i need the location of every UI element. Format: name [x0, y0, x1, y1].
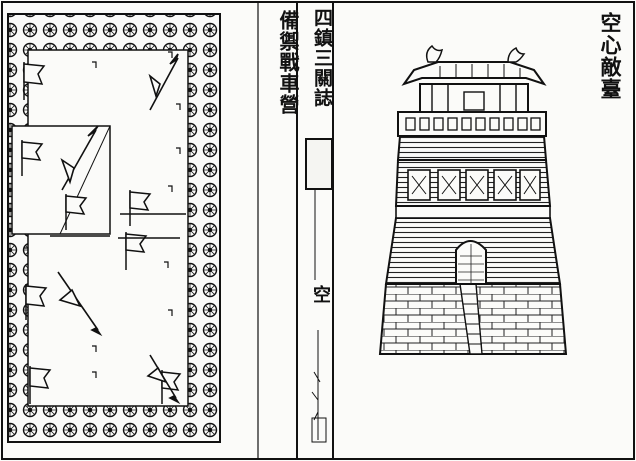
roof-ornament: [425, 44, 444, 63]
chapter-title: 備禦戰車營: [276, 10, 300, 115]
spear: [60, 125, 99, 191]
flag-banner: [29, 366, 52, 404]
gutter-decoration: [311, 190, 327, 443]
flag-banner: [21, 140, 44, 176]
gutter-section-char: 空: [310, 285, 331, 304]
gutter-fishtail-mark: [305, 138, 333, 190]
tower-roof: [401, 61, 547, 86]
flag-banner: [23, 62, 46, 100]
chapter-title-line: 營: [276, 94, 300, 115]
spear: [146, 354, 181, 405]
war-wagon-camp-diagram: [7, 13, 221, 443]
flag-banner: [25, 284, 48, 320]
flag-banner: [65, 194, 88, 230]
chapter-title-line: 備禦戰車: [276, 10, 300, 94]
flag-banner: [161, 370, 182, 404]
page-title: 空心敵臺: [598, 12, 623, 100]
spear: [148, 53, 179, 111]
gutter-book-title: 四鎮三關誌: [311, 8, 333, 108]
spear: [57, 271, 103, 337]
flag-banner: [129, 190, 152, 226]
roof-ornament: [507, 46, 526, 63]
hollow-watchtower-illustration: [378, 44, 568, 355]
